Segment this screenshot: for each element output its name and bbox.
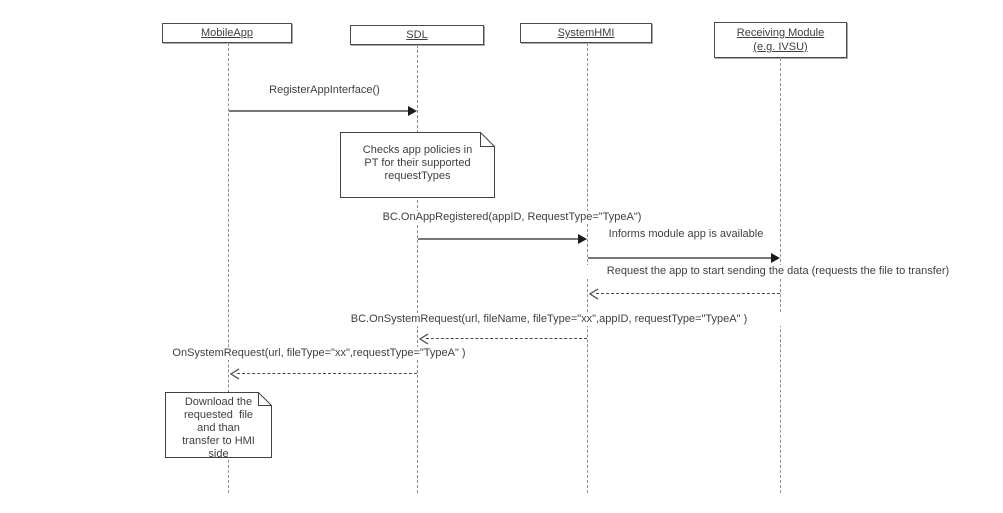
- message-label-registerappinterface: RegisterAppInterface(): [252, 84, 397, 97]
- actor-sdl: SDL: [350, 25, 484, 45]
- actor-label-mobileapp: MobileApp: [201, 27, 253, 39]
- note-download-file: Download the requested file and than tra…: [165, 392, 272, 461]
- open-arrowhead-left-icon: [230, 368, 240, 380]
- note-checks-app-policies: Checks app policies in PT for their supp…: [340, 132, 495, 198]
- note-line: PT for their supported: [364, 157, 471, 169]
- actor-sublabel-receiving-module: (e.g. IVSU): [753, 41, 808, 53]
- message-arrow-informs-module: [588, 252, 780, 264]
- message-arrow-registerappinterface: [229, 105, 417, 117]
- note-line: and than: [197, 422, 240, 434]
- filled-arrowhead-right-icon: [408, 106, 417, 116]
- note-fold-corner-icon: [258, 392, 272, 406]
- lifeline-mobileapp: [228, 43, 229, 493]
- arrow-dashed-line: [596, 293, 780, 294]
- message-label-onsystemrequest: OnSystemRequest(url, fileType="xx",reque…: [138, 347, 500, 360]
- note-line: requestTypes: [384, 170, 451, 182]
- actor-systemhmi: SystemHMI: [520, 23, 652, 43]
- arrow-line: [418, 238, 578, 240]
- filled-arrowhead-right-icon: [771, 253, 780, 263]
- message-arrow-onappregistered: [418, 233, 587, 245]
- open-arrowhead-left-icon: [589, 288, 599, 300]
- message-arrow-onsystemrequest: [230, 368, 417, 380]
- arrow-dashed-line: [237, 373, 417, 374]
- note-line: Checks app policies in: [362, 144, 473, 156]
- message-label-onappregistered: BC.OnAppRegistered(appID, RequestType="T…: [352, 211, 672, 224]
- lifeline-sdl: [417, 45, 418, 493]
- arrow-line: [588, 257, 771, 259]
- open-arrowhead-left-icon: [419, 333, 429, 345]
- note-fold-corner-icon: [480, 132, 495, 147]
- arrow-line: [229, 110, 408, 112]
- actor-label-systemhmi: SystemHMI: [557, 27, 615, 39]
- message-arrow-request-start-sending: [589, 288, 780, 300]
- message-label-request-start-sending: Request the app to start sending the dat…: [560, 265, 996, 278]
- note-text: Checks app policies in PT for their supp…: [340, 132, 495, 183]
- note-outline: [340, 132, 495, 198]
- actor-label-sdl: SDL: [406, 29, 428, 41]
- note-line: transfer to HMI: [182, 435, 255, 447]
- note-line: Download the: [184, 396, 253, 408]
- note-line: side: [208, 448, 229, 460]
- actor-label-receiving-module: Receiving Module: [736, 27, 825, 39]
- message-arrow-bc-onsystemrequest: [419, 333, 587, 345]
- note-text: Download the requested file and than tra…: [165, 392, 272, 461]
- note-line: requested file: [183, 409, 254, 421]
- message-label-informs-module: Informs module app is available: [594, 228, 778, 241]
- arrow-dashed-line: [426, 338, 587, 339]
- message-label-bc-onsystemrequest: BC.OnSystemRequest(url, fileName, fileTy…: [310, 313, 788, 326]
- filled-arrowhead-right-icon: [578, 234, 587, 244]
- actor-mobileapp: MobileApp: [162, 23, 292, 43]
- actor-receiving-module: Receiving Module (e.g. IVSU): [714, 22, 847, 58]
- note-outline: [165, 392, 272, 458]
